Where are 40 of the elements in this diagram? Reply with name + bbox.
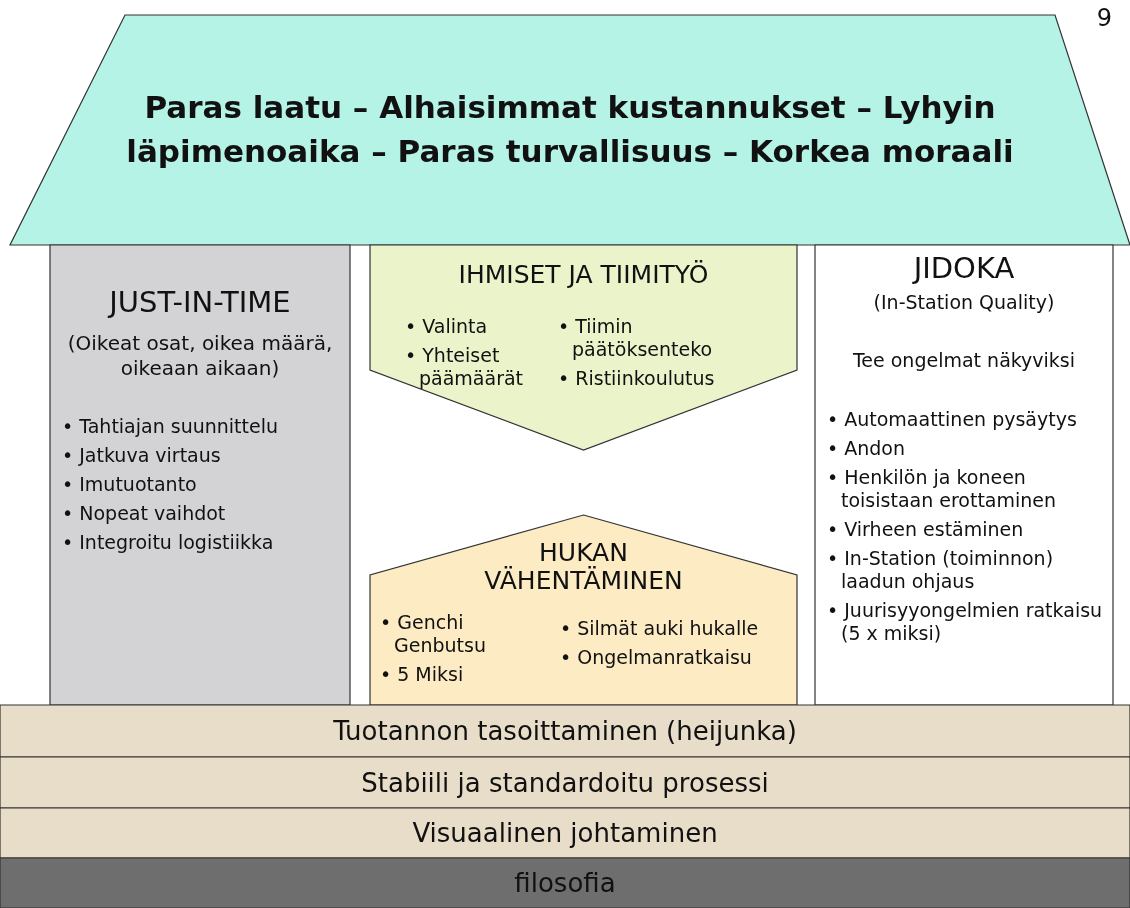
band-text: Stabiili ja standardoitu prosessi [360, 766, 770, 800]
bullet-item: • Juurisyyongelmien ratkaisu (5 x miksi) [827, 599, 1104, 645]
bullet-item: • Ristiinkoulutus [558, 367, 716, 390]
bullet-item: • Automaattinen pysäytys [827, 408, 1078, 431]
section-heading: IHMISET JA TIIMITYÖ [457, 261, 710, 289]
bullet-item: • Andon [827, 437, 906, 460]
section-subtitle: Tee ongelmat näkyviksi [851, 349, 1077, 373]
pillar-panel [50, 245, 350, 705]
bullet-item: • 5 Miksi [380, 663, 465, 686]
section-heading: HUKAN VÄHENTÄMINEN [483, 539, 684, 594]
chevron-panel [370, 245, 797, 450]
slogan-text: Paras laatu – Alhaisimmat kustannukset – Lyhyin läpimenoaika – Paras turvallisuus – Korkea moraali [125, 88, 1015, 171]
bullet-item: • Jatkuva virtaus [62, 444, 222, 467]
bullet-item: • Nopeat vaihdot [62, 502, 227, 525]
bullet-item: • Silmät auki hukalle [560, 617, 760, 640]
foundation-band [0, 705, 1130, 757]
bullet-item: • Integroitu logistiikka [62, 531, 275, 554]
bullet-item: • Valinta [405, 315, 489, 338]
bullet-item: • Ongelmanratkaisu [560, 646, 753, 669]
band-text: filosofia [513, 867, 617, 900]
section-heading: JIDOKA [911, 253, 1016, 285]
foundation-band [0, 808, 1130, 858]
page-number: 9 [1096, 4, 1112, 32]
bullet-item: • Virheen estäminen [827, 518, 1025, 541]
bullet-item: • Henkilön ja koneen toisistaan erottaminen [827, 466, 1058, 512]
foundation-band [0, 757, 1130, 808]
band-text: Visuaalinen johtaminen [411, 817, 719, 850]
band-text: Tuotannon tasoittaminen (heijunka) [332, 715, 798, 748]
section-subtitle: (Oikeat osat, oikea määrä, oikeaan aikaan) [66, 331, 334, 381]
bullet-item: • Genchi Genbutsu [380, 611, 487, 657]
foundation-band [0, 858, 1130, 908]
pentagon-panel [370, 515, 797, 705]
pillar-panel [815, 245, 1113, 705]
bullet-item: • Yhteiset päämäärät [405, 344, 525, 390]
section-subtitle: (In-Station Quality) [872, 291, 1056, 315]
bullet-item: • In-Station (toiminnon) laadun ohjaus [827, 547, 1055, 593]
bullet-item: • Imutuotanto [62, 473, 198, 496]
bullet-item: • Tiimin päätöksenteko [558, 315, 714, 361]
bullet-item: • Tahtiajan suunnittelu [62, 415, 280, 438]
section-heading: JUST-IN-TIME [106, 287, 292, 319]
